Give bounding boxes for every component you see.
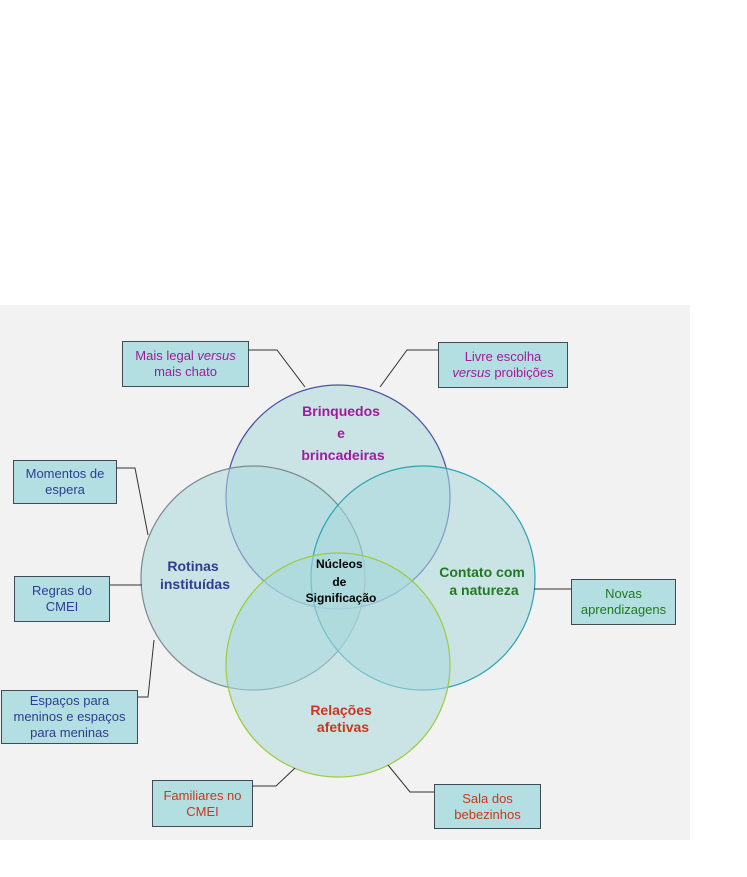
connector-lines xyxy=(110,349,571,793)
label-nucleos: Núcleos de Significação xyxy=(306,557,377,605)
connector-espacos xyxy=(138,639,155,698)
box-espacos: Espaços para meninos e espaços para meni… xyxy=(1,690,138,744)
label-brinquedos: Brinquedos e brincadeiras xyxy=(301,403,384,463)
connector-sala xyxy=(387,764,434,793)
box-momentos-espera: Momentos de espera xyxy=(13,460,117,504)
box-sala-bebezinhos: Sala dos bebezinhos xyxy=(434,784,541,829)
box-livre-escolha: Livre escolha versus proibições xyxy=(438,342,568,388)
connector-familiares xyxy=(253,767,296,787)
label-natureza: Contato com a natureza xyxy=(439,564,528,598)
box-mais-legal: Mais legal versus mais chato xyxy=(122,341,249,387)
connector-mais-legal xyxy=(249,349,306,388)
connector-livre-escolha xyxy=(379,349,438,388)
connector-momentos xyxy=(117,467,149,536)
box-novas-aprendizagens: Novas aprendizagens xyxy=(571,579,676,625)
label-rotinas: Rotinas instituídas xyxy=(160,558,230,592)
label-relacoes: Relações afetivas xyxy=(310,702,375,735)
circle-relacoes xyxy=(225,552,451,778)
box-familiares-cmei: Familiares no CMEI xyxy=(152,780,253,827)
box-regras-cmei: Regras do CMEI xyxy=(14,576,110,622)
